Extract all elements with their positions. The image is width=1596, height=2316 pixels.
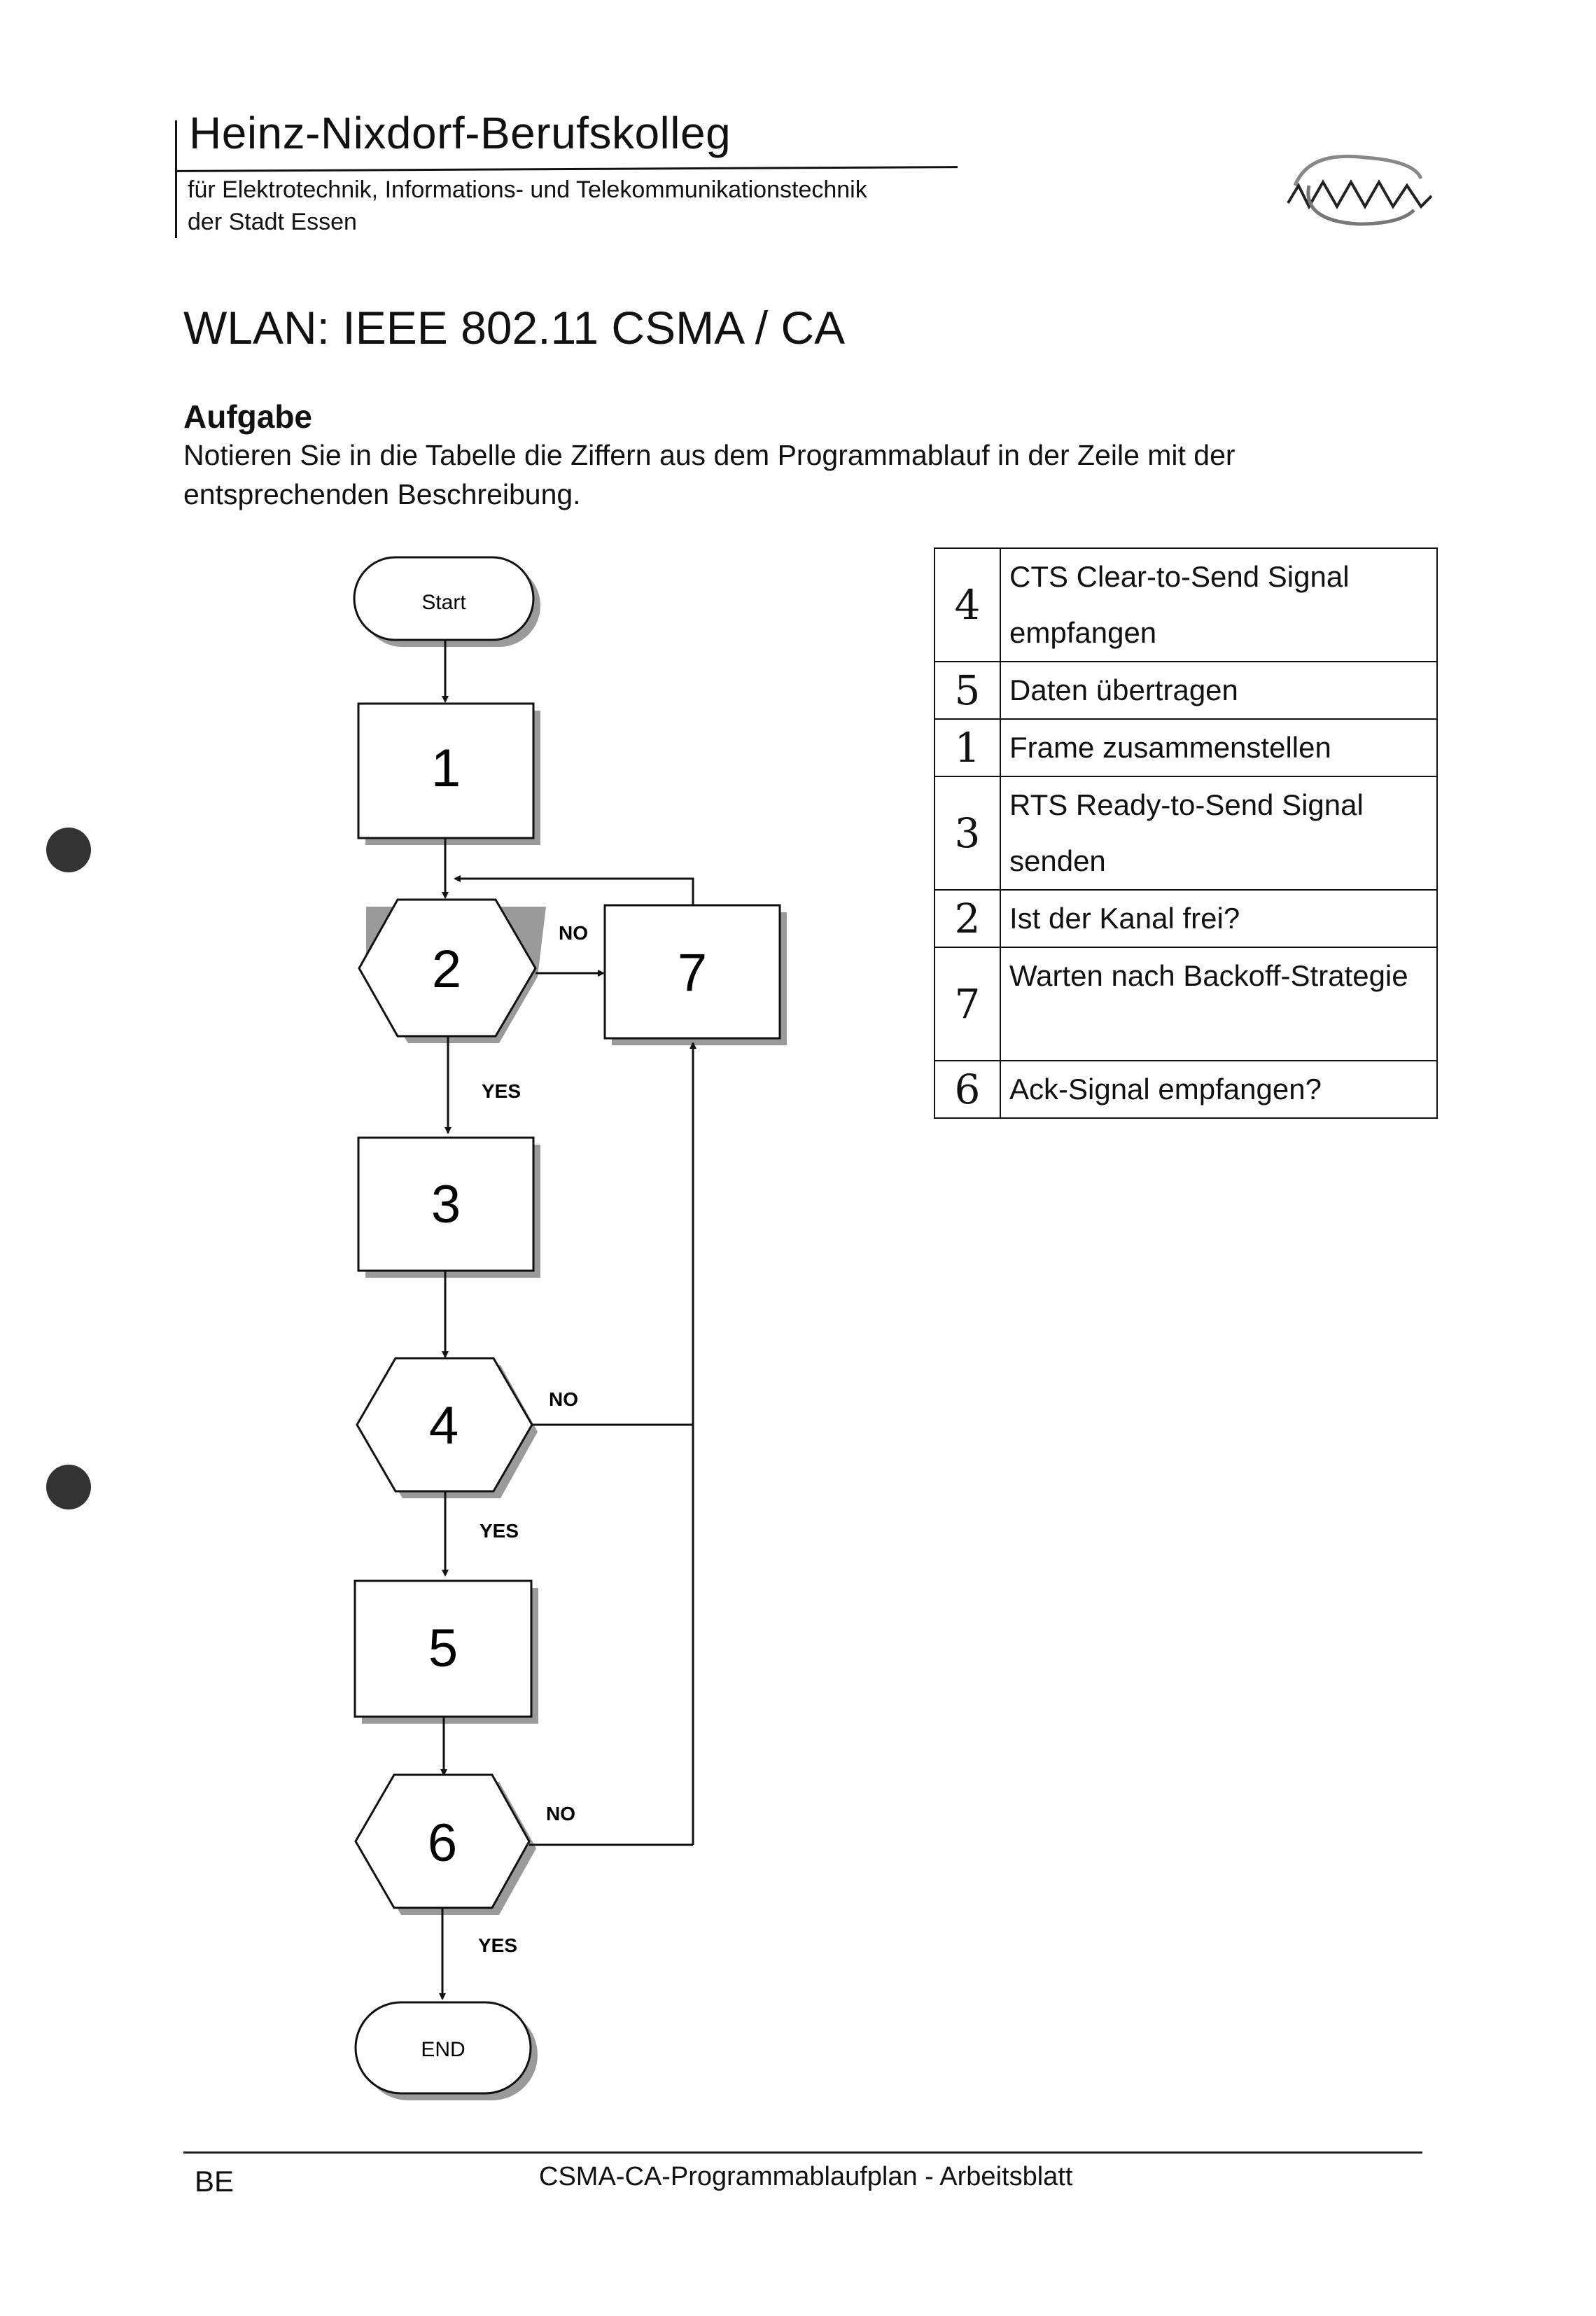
school-subtitle-line2: der Stadt Essen (188, 209, 357, 235)
table-row: 6 Ack-Signal empfangen? (934, 1060, 1438, 1119)
label-no-2: NO (559, 922, 588, 944)
table-row: 5 Daten übertragen (934, 661, 1438, 720)
task-text: Notieren Sie in die Tabelle die Ziffern … (183, 439, 1236, 510)
table-description-cell: Warten nach Backoff-Strategie (1000, 947, 1438, 1061)
label-yes-6: YES (478, 1934, 517, 1956)
step-1-label: 1 (431, 739, 461, 798)
table-number-cell: 5 (934, 661, 1001, 720)
document-title: WLAN: IEEE 802.11 CSMA / CA (183, 302, 846, 354)
table-description-cell: Frame zusammenstellen (1000, 718, 1438, 777)
answer-table: 4 CTS Clear-to-Send Signal empfangen 5 D… (934, 547, 1438, 1119)
table-row: 3 RTS Ready-to-Send Signal senden (934, 776, 1438, 891)
table-description-cell: RTS Ready-to-Send Signal senden (1000, 776, 1438, 891)
table-number-cell: 6 (934, 1060, 1001, 1119)
step-2-label: 2 (432, 940, 461, 999)
school-name: Heinz-Nixdorf-Berufskolleg (189, 108, 732, 158)
flowchart-step-5: 5 (354, 1579, 538, 1724)
footer-rule (183, 2151, 1422, 2154)
table-number-cell: 4 (934, 547, 1001, 662)
step-3-label: 3 (431, 1175, 461, 1234)
step-4-label: 4 (429, 1396, 458, 1456)
task-heading: Aufgabe (183, 398, 312, 435)
start-label: Start (421, 591, 466, 614)
flowchart-start: Start (353, 556, 540, 647)
step-5-label: 5 (428, 1619, 458, 1678)
footer-left-text: BE (195, 2165, 234, 2198)
header-vertical-rule (175, 120, 177, 238)
label-yes-2: YES (482, 1080, 521, 1102)
flowchart-step-3: 3 (357, 1136, 540, 1278)
step-7-label: 7 (678, 943, 707, 1003)
label-no-6: NO (546, 1803, 575, 1825)
punch-hole (46, 1465, 91, 1509)
footer-center-text: CSMA-CA-Programmablaufplan - Arbeitsblat… (539, 2162, 1073, 2191)
table-row: 7 Warten nach Backoff-Strategie (934, 947, 1438, 1061)
flowchart-decision-4: 4 (356, 1357, 538, 1498)
arrow-7-back-to-2 (454, 875, 694, 905)
table-row: 4 CTS Clear-to-Send Signal empfangen (934, 547, 1438, 662)
table-description-cell: Ist der Kanal frei? (1000, 889, 1438, 948)
table-number-cell: 3 (934, 776, 1001, 891)
table-row: 2 Ist der Kanal frei? (934, 889, 1438, 948)
flowchart-step-7: 7 (603, 904, 787, 1045)
flowchart-decision-2: 2 (358, 898, 546, 1043)
table-description-cell: CTS Clear-to-Send Signal empfangen (1000, 547, 1438, 662)
step-6-label: 6 (428, 1813, 457, 1873)
school-subtitle-line1: für Elektrotechnik, Informations- und Te… (188, 176, 867, 203)
end-label: END (421, 2038, 465, 2061)
label-yes-4: YES (479, 1520, 519, 1542)
table-description-cell: Ack-Signal empfangen? (1000, 1060, 1438, 1119)
table-number-cell: 7 (934, 947, 1001, 1061)
table-row: 1 Frame zusammenstellen (934, 718, 1438, 777)
table-number-cell: 1 (934, 718, 1001, 777)
school-logo (1287, 154, 1433, 226)
punch-hole (46, 828, 91, 872)
label-no-4: NO (549, 1388, 578, 1410)
flowchart-end: END (354, 2001, 538, 2100)
table-description-cell: Daten übertragen (1000, 661, 1438, 720)
table-number-cell: 2 (934, 889, 1001, 948)
flowchart-step-1: 1 (357, 702, 540, 845)
flowchart-decision-6: 6 (354, 1773, 536, 1915)
